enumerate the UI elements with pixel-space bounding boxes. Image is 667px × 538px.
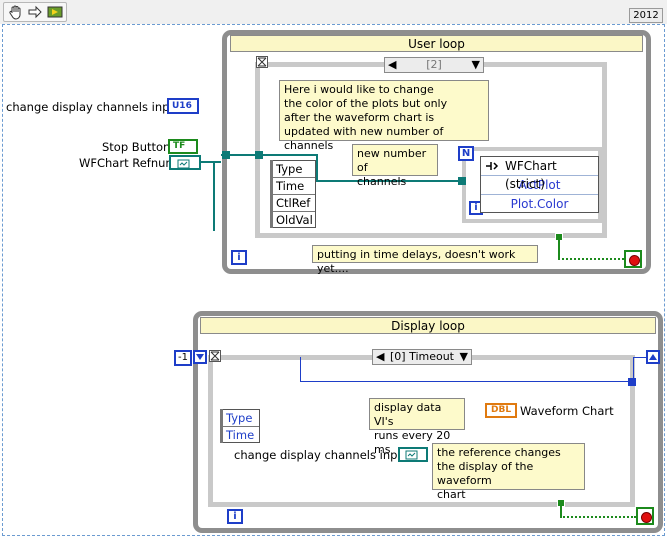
- event-row: Time: [271, 177, 315, 194]
- toolbar: 2012: [0, 0, 667, 24]
- comment-change-color: Here i would like to change the color of…: [279, 80, 489, 152]
- prev-case-icon[interactable]: ◀: [376, 350, 385, 363]
- ref-wire-inner-right: [316, 180, 462, 182]
- ref-tunnel-for: [458, 177, 466, 185]
- user-loop-iteration: i: [231, 250, 247, 265]
- user-case-value: [2]: [426, 58, 442, 71]
- int-wire-horizontal: [300, 381, 632, 382]
- dbl-type-label: DBL: [491, 405, 512, 415]
- next-case-icon[interactable]: ▼: [471, 58, 480, 71]
- for-loop-count: N: [458, 146, 474, 161]
- ref-tunnel-event: [255, 151, 263, 159]
- shift-register-right[interactable]: [646, 350, 660, 364]
- display-bool-wire-vertical: [560, 506, 562, 516]
- event-row: Type: [226, 411, 253, 425]
- block-diagram: [2, 24, 665, 536]
- arrow-icon[interactable]: [27, 4, 43, 20]
- comment-reference-changes: the reference changes the display of the…: [432, 443, 585, 501]
- int-tunnel: [628, 378, 636, 386]
- display-event-node-handle: [220, 409, 223, 443]
- int-wire-top: [633, 357, 647, 358]
- shift-init-constant: -1: [174, 350, 192, 366]
- ref-wire-1: [201, 161, 221, 163]
- event-timeout-terminal[interactable]: [256, 56, 268, 68]
- display-channels-input-label: change display channels input: [234, 448, 410, 462]
- comment-time-delays: putting in time delays, doesn't work yet…: [312, 245, 538, 275]
- version-badge: 2012: [629, 8, 663, 23]
- event-row: CtlRef: [271, 194, 315, 211]
- property-node-title: WFChart (strict): [481, 157, 598, 191]
- property-node[interactable]: WFChart (strict) ActPlot Plot.Color: [480, 156, 599, 213]
- event-row: Time: [221, 426, 259, 443]
- user-event-data-node: Type Time CtlRef OldVal: [270, 160, 316, 228]
- channels-input-terminal[interactable]: U16: [167, 98, 199, 114]
- u16-type-label: U16: [172, 101, 192, 111]
- display-channels-input-terminal[interactable]: [398, 447, 428, 462]
- prev-case-icon[interactable]: ◀: [388, 58, 397, 71]
- waveform-chart-label: Waveform Chart: [520, 404, 614, 418]
- event-row: Type: [276, 162, 303, 176]
- display-timeout-terminal[interactable]: [209, 350, 221, 362]
- hand-icon[interactable]: [8, 4, 24, 20]
- event-node-handle: [270, 160, 273, 228]
- comment-display-data: display data VI's runs every 20 ms: [369, 398, 465, 456]
- ref-wire-vertical: [213, 161, 215, 231]
- shift-register-left[interactable]: [193, 350, 207, 364]
- int-wire-right: [633, 357, 634, 381]
- display-loop-stop-icon[interactable]: [636, 507, 654, 525]
- display-case-selector[interactable]: ◀ [0] Timeout ▼: [372, 349, 472, 365]
- ref-wire-inner-down: [316, 154, 318, 182]
- bool-type-label: TF: [173, 141, 186, 151]
- property-row-actplot[interactable]: ActPlot: [481, 175, 598, 194]
- refnum-label: WFChart Refnum: [79, 156, 177, 170]
- display-loop-title: Display loop: [200, 317, 656, 334]
- stop-button-label: Stop Button: [102, 140, 171, 154]
- toolbar-tools: [3, 2, 67, 22]
- display-case-value: [0] Timeout: [389, 350, 454, 363]
- stop-button-terminal[interactable]: TF: [168, 139, 198, 154]
- refnum-terminal[interactable]: [169, 155, 201, 170]
- ref-wire-2: [221, 154, 261, 156]
- user-bool-wire-horizontal: [558, 258, 624, 260]
- property-row-plot-color[interactable]: Plot.Color: [481, 194, 598, 213]
- int-wire-vertical: [300, 357, 301, 381]
- user-loop-stop-icon[interactable]: [624, 250, 642, 268]
- ref-wire-inner-left: [261, 154, 317, 156]
- channels-input-label: change display channels input: [6, 100, 182, 114]
- comment-new-channels: new number of channels: [352, 144, 438, 188]
- highlight-execution-icon[interactable]: [46, 4, 64, 20]
- display-loop-iteration: i: [227, 509, 243, 524]
- user-case-selector[interactable]: ◀ [2] ▼: [384, 57, 484, 73]
- display-bool-wire-horizontal: [560, 516, 636, 518]
- user-loop-title: User loop: [230, 35, 643, 52]
- waveform-chart-terminal[interactable]: DBL: [485, 403, 517, 418]
- ref-tunnel-user: [222, 151, 230, 159]
- user-bool-wire-vertical: [558, 240, 560, 258]
- display-loop: [193, 311, 663, 533]
- next-case-icon[interactable]: ▼: [459, 350, 468, 363]
- display-event-data-node: Type Time: [220, 409, 260, 443]
- event-row: OldVal: [271, 211, 315, 228]
